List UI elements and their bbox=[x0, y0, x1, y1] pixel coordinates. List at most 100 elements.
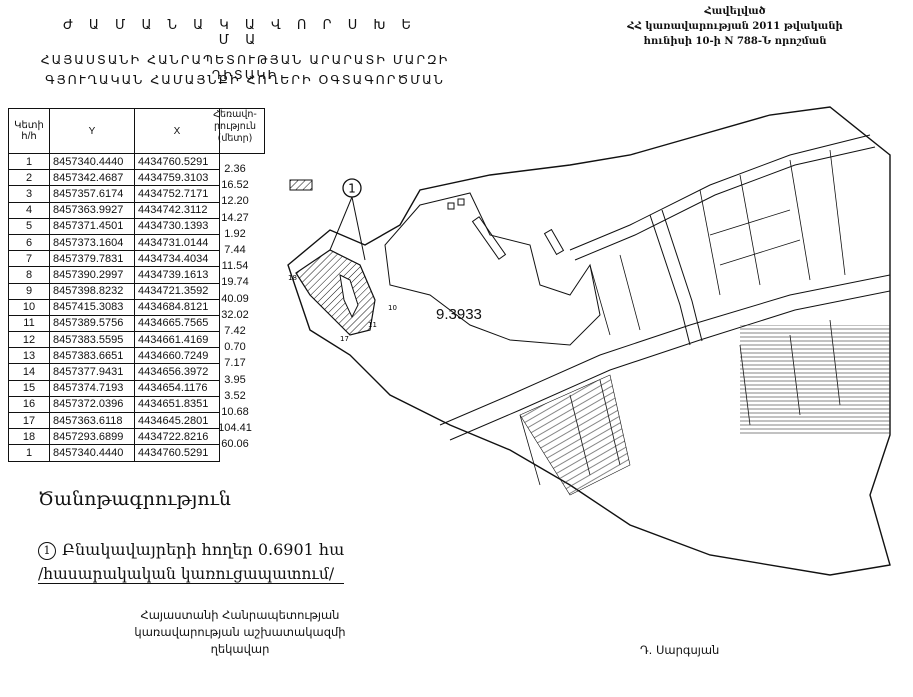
y-coordinate-cell: 8457383.5595 bbox=[49, 331, 135, 349]
legend-item-text: Բնակավայրերի հողեր 0.6901 հա bbox=[62, 540, 345, 559]
callout-leader-1 bbox=[329, 196, 353, 251]
x-coordinate-cell: 4434734.4034 bbox=[134, 250, 220, 268]
callout-leader-2 bbox=[351, 196, 366, 261]
signature-line1: Հայաստանի Հանրապետության bbox=[140, 608, 340, 622]
striped-field-2 bbox=[519, 374, 631, 496]
y-coordinate-cell: 8457371.4501 bbox=[49, 217, 135, 235]
x-coordinate-cell: 4434739.1613 bbox=[134, 266, 220, 284]
building-4 bbox=[543, 228, 565, 256]
header-x: X bbox=[134, 108, 220, 154]
point-number-cell: 4 bbox=[8, 201, 50, 219]
y-coordinate-cell: 8457415.3083 bbox=[49, 298, 135, 316]
appendix-line1: Հավելված bbox=[704, 6, 766, 17]
distance-value: 10.68 bbox=[221, 406, 249, 418]
distance-value: 7.44 bbox=[224, 244, 246, 256]
point-number-cell: 5 bbox=[8, 217, 50, 235]
x-coordinate-cell: 4434760.5291 bbox=[134, 152, 220, 171]
point-number-cell: 1 bbox=[8, 444, 50, 462]
road-6 bbox=[661, 209, 703, 342]
document-subtitle-line2: ԳՅՈՒՂԱԿԱՆ ՀԱՄԱՅՆՔԻ ՀՈՂԵՐԻ ՕԳՏԱԳՈՐԾՄԱՆ bbox=[45, 72, 445, 87]
point-number-cell: 9 bbox=[8, 282, 50, 300]
distance-value: 40.09 bbox=[221, 292, 249, 305]
x-coordinate-cell: 4434760.5291 bbox=[134, 444, 220, 462]
appendix-line2: ՀՀ կառավարության 2011 թվականի bbox=[627, 21, 843, 32]
y-coordinate-cell: 8457383.6651 bbox=[49, 347, 135, 365]
header-distance: Հեռավո-րություն (մետր) bbox=[206, 108, 265, 154]
y-coordinate-cell: 8457340.4440 bbox=[49, 444, 135, 462]
y-coordinate-cell: 8457340.4440 bbox=[49, 152, 135, 171]
road-5 bbox=[649, 214, 691, 346]
y-coordinate-cell: 8457342.4687 bbox=[49, 169, 135, 187]
point-number-cell: 3 bbox=[8, 185, 50, 203]
distance-value: 19.74 bbox=[221, 276, 249, 289]
distance-value: 16.52 bbox=[221, 179, 249, 192]
distance-value: 3.52 bbox=[224, 389, 246, 402]
callout-number: 1 bbox=[348, 182, 356, 196]
road-2 bbox=[574, 146, 876, 261]
distance-value: 104.41 bbox=[218, 422, 252, 435]
point-number-cell: 10 bbox=[8, 298, 50, 316]
header-y: Y bbox=[49, 108, 135, 154]
appendix-note: Հավելված ՀՀ կառավարության 2011 թվականի հ… bbox=[610, 4, 860, 49]
point-number-cell: 16 bbox=[8, 395, 50, 414]
signature-line3: ղեկավար bbox=[210, 642, 270, 656]
y-coordinate-cell: 8457293.6899 bbox=[49, 428, 135, 446]
legend-item-number: 1 bbox=[38, 541, 56, 560]
point-number-cell: 7 bbox=[8, 250, 50, 268]
distance-value: 2.36 bbox=[224, 163, 246, 175]
point-number-cell: 13 bbox=[8, 347, 50, 365]
y-coordinate-cell: 8457379.7831 bbox=[49, 250, 135, 268]
document-subtitle-line1: ՀԱՅԱՍՏԱՆԻ ՀԱՆՐԱՊԵՏՈՒԹՅԱՆ ԱՐԱՐԱՏԻ ՄԱՐԶԻ Դ… bbox=[40, 52, 450, 82]
header-point: Կետի հ/հ bbox=[8, 108, 50, 154]
signatory-name: Դ. Սարգսյան bbox=[640, 643, 720, 657]
point-number-cell: 12 bbox=[8, 331, 50, 349]
x-coordinate-cell: 4434730.1393 bbox=[134, 217, 220, 235]
distance-value: 60.06 bbox=[221, 438, 249, 451]
x-coordinate-cell: 4434684.8121 bbox=[134, 298, 220, 316]
building-3 bbox=[457, 198, 465, 206]
land-map: 1 18 10 11 17 bbox=[287, 106, 891, 576]
appendix-line3: հունիսի 10-ի N 788-Ն որոշման bbox=[643, 36, 827, 47]
distance-value: 7.42 bbox=[224, 325, 246, 337]
distance-value: 3.95 bbox=[224, 373, 246, 386]
x-coordinate-cell: 4434651.8351 bbox=[134, 395, 220, 414]
y-coordinate-cell: 8457377.9431 bbox=[49, 363, 135, 381]
distance-value: 0.70 bbox=[224, 341, 246, 354]
building-2 bbox=[447, 202, 455, 210]
road-1 bbox=[569, 134, 871, 251]
distance-value: 32.02 bbox=[221, 308, 249, 321]
x-coordinate-cell: 4434654.1176 bbox=[134, 379, 220, 397]
point-label-17: 17 bbox=[340, 335, 349, 343]
point-number-cell: 1 bbox=[8, 152, 50, 171]
signature-line2: կառավարության աշխատակազմի bbox=[134, 625, 346, 639]
y-coordinate-cell: 8457398.8232 bbox=[49, 282, 135, 300]
striped-field-1 bbox=[740, 325, 890, 435]
point-number-cell: 18 bbox=[8, 428, 50, 446]
road-3 bbox=[439, 274, 891, 426]
point-number-cell: 17 bbox=[8, 411, 50, 430]
legend-hatch-sample bbox=[289, 179, 313, 191]
central-plot bbox=[384, 192, 601, 346]
x-coordinate-cell: 4434656.3972 bbox=[134, 363, 220, 381]
point-number-cell: 15 bbox=[8, 379, 50, 397]
parcel-area-label: 9.3933 bbox=[436, 306, 482, 323]
point-number-cell: 8 bbox=[8, 266, 50, 284]
